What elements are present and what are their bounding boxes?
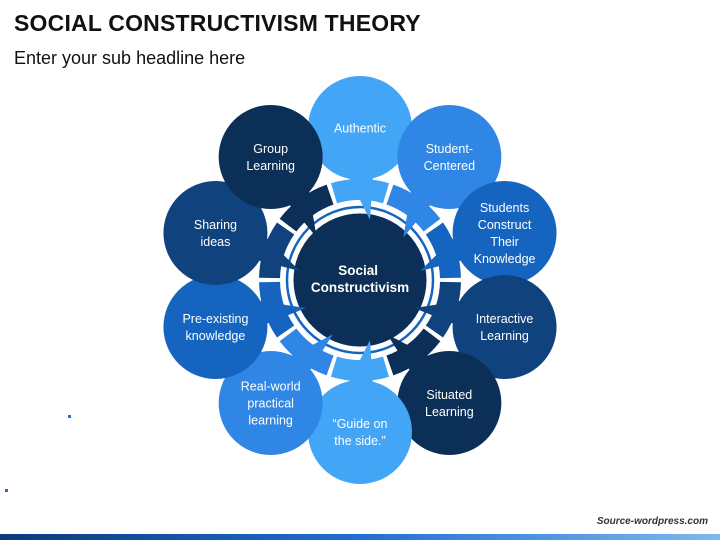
bubble-label: Authentic — [334, 122, 386, 136]
bubble-label-line: Centered — [424, 159, 475, 173]
decorative-dot — [68, 415, 71, 418]
bubble-guide-on-the-side: “Guide on the side.” — [308, 340, 412, 484]
bubble-label-line: Situated — [426, 388, 472, 402]
bubble-label-line: Learning — [246, 159, 295, 173]
bubble-label-line: Authentic — [334, 122, 386, 136]
center-circle — [290, 210, 430, 350]
bubble-label-line: Learning — [480, 329, 529, 343]
decorative-dot — [5, 489, 8, 492]
bubble-circle — [163, 181, 268, 286]
bubble-label-line: Real-world — [241, 379, 301, 393]
bubble-label-line: Knowledge — [474, 252, 536, 266]
bubble-label: Real-world practical learning — [241, 379, 301, 427]
bubble-label: Pre-existing knowledge — [182, 312, 248, 343]
bubble-label-line: Students — [480, 201, 529, 215]
bubble-label: “Guide on the side.” — [333, 417, 388, 448]
bubble-label-line: the side.” — [334, 434, 385, 448]
bubble-label-line: Learning — [425, 405, 474, 419]
bubble-label-line: learning — [248, 413, 293, 427]
bubble-student-centered: Student- Centered — [397, 105, 502, 238]
bubble-circle — [397, 105, 502, 210]
center-label-line-1: Social — [338, 263, 378, 278]
bubble-circle — [452, 274, 557, 379]
bubble-circle — [397, 350, 502, 455]
bubble-label-line: Pre-existing — [182, 312, 248, 326]
bottom-accent-bar — [0, 534, 720, 540]
bubble-real-world: Real-world practical learning — [218, 334, 333, 455]
bubble-label-line: Interactive — [476, 312, 534, 326]
bubble-circle — [452, 181, 557, 286]
page-subtitle: Enter your sub headline here — [14, 48, 246, 68]
bubble-label: Student- Centered — [424, 142, 475, 173]
bubble-tail — [413, 300, 465, 326]
center-label: Social Constructivism — [311, 263, 409, 295]
bubble-label-line: “Guide on — [333, 417, 388, 431]
bubble-tail — [255, 234, 300, 271]
bubble-tail — [347, 340, 373, 386]
bubble-label-line: Construct — [478, 218, 532, 232]
bubble-circle — [163, 274, 268, 379]
bubble-circle — [308, 76, 412, 180]
bubble-circle — [308, 380, 412, 484]
bubble-label-line: Group — [253, 142, 288, 156]
center-label-line-2: Constructivism — [311, 280, 409, 295]
bubble-tail — [255, 300, 307, 326]
source-credit: Source-wordpress.com — [596, 516, 708, 527]
bubble-circle — [218, 350, 323, 455]
bubble-label-line: practical — [247, 396, 294, 410]
bubble-label-line: ideas — [200, 235, 230, 249]
bubble-label-line: Their — [490, 235, 518, 249]
page-title: SOCIAL CONSTRUCTIVISM THEORY — [14, 10, 421, 36]
bubble-label: Sharing ideas — [194, 218, 237, 249]
segmented-ring — [259, 179, 461, 381]
bubble-authentic: Authentic — [308, 76, 412, 220]
bubble-label-line: Student- — [426, 142, 473, 156]
bubble-pre-existing: Pre-existing knowledge — [163, 274, 307, 379]
bubble-sharing-ideas: Sharing ideas — [163, 181, 300, 286]
bubble-tail — [420, 234, 465, 271]
bubble-label-line: Sharing — [194, 218, 237, 232]
bubble-label-line: knowledge — [186, 329, 246, 343]
bubble-circle — [218, 105, 323, 210]
bubble-tail — [347, 174, 373, 220]
